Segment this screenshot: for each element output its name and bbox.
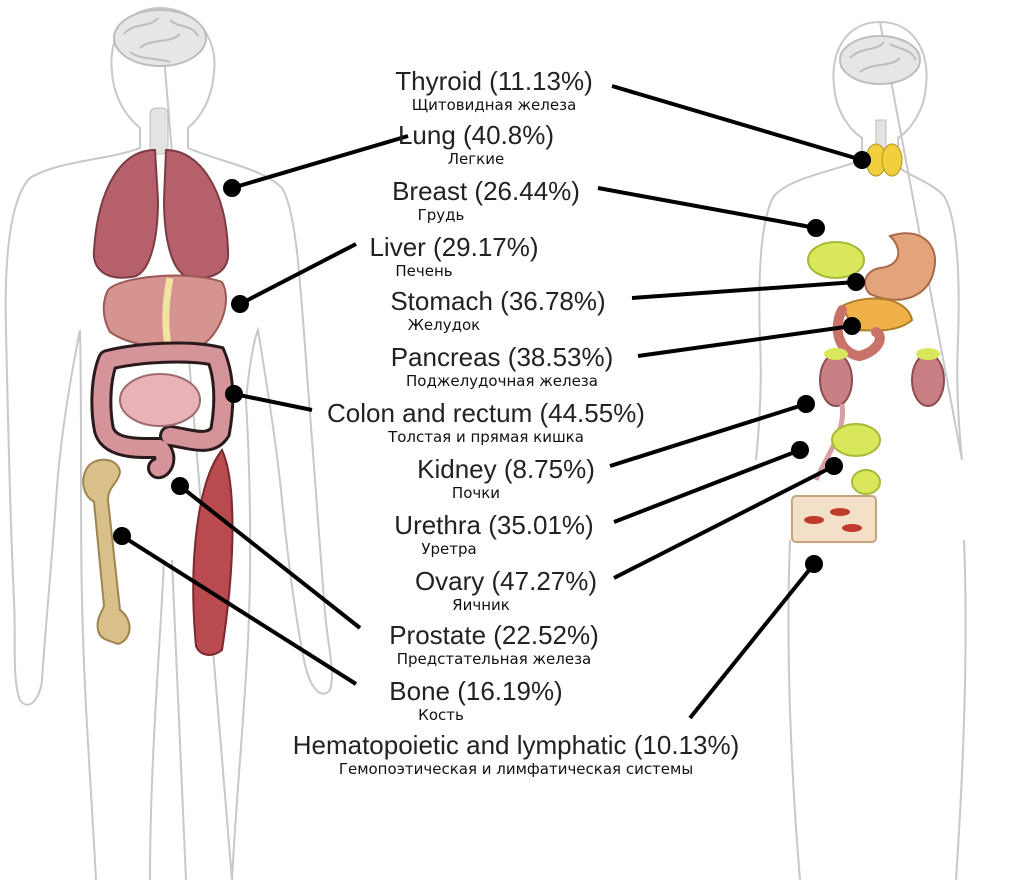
- bone-icon: [83, 460, 129, 644]
- leader-lung: [225, 136, 408, 195]
- label-kidney: Kidney (8.75%) Почки: [417, 454, 595, 502]
- label-thyroid-ru: Щитовидная железа: [395, 96, 593, 114]
- label-lung-ru: Легкие: [398, 150, 554, 168]
- label-urethra: Urethra (35.01%) Уретра: [394, 510, 593, 558]
- label-bone-ru: Кость: [319, 706, 562, 724]
- brain-icon: [114, 10, 206, 66]
- trachea-icon: [150, 108, 168, 154]
- ovary-icon: [832, 424, 880, 456]
- label-liver: Liver (29.17%) Печень: [369, 232, 538, 280]
- blood-tissue-icon: [792, 496, 876, 542]
- label-bone: Bone (16.19%) Кость: [389, 676, 562, 724]
- label-stomach: Stomach (36.78%) Желудок: [390, 286, 605, 334]
- label-kidney-ru: Почки: [357, 484, 595, 502]
- label-kidney-en: Kidney (8.75%): [417, 454, 595, 484]
- label-lung-en: Lung (40.8%): [398, 120, 554, 150]
- label-pancreas-ru: Поджелудочная железа: [391, 372, 614, 390]
- kidney-icon: [820, 348, 944, 406]
- male-figure: [6, 8, 332, 880]
- male-inner-legs: [150, 560, 186, 880]
- leader-breast: [598, 188, 823, 235]
- lung-icon: [94, 150, 228, 278]
- label-stomach-en: Stomach (36.78%): [390, 286, 605, 316]
- label-ovary-en: Ovary (47.27%): [415, 566, 597, 596]
- label-hematopoietic: Hematopoietic and lymphatic (10.13%) Гем…: [293, 730, 740, 778]
- colon-icon: [101, 353, 223, 469]
- leader-hematopoietic: [690, 557, 821, 718]
- label-breast: Breast (26.44%) Грудь: [392, 176, 580, 224]
- stomach-icon: [865, 233, 935, 300]
- label-prostate-ru: Предстательная железа: [389, 650, 599, 668]
- label-hematopoietic-en: Hematopoietic and lymphatic (10.13%): [293, 730, 740, 760]
- female-figure: [756, 22, 966, 880]
- label-colon: Colon and rectum (44.55%) Толстая и прям…: [327, 398, 645, 446]
- label-urethra-ru: Уретра: [304, 540, 593, 558]
- label-colon-en: Colon and rectum (44.55%): [327, 398, 645, 428]
- leader-thyroid: [612, 86, 869, 167]
- label-thyroid-en: Thyroid (11.13%): [395, 66, 593, 96]
- breast-tissue-icon: [808, 242, 864, 278]
- liver-icon: [104, 276, 226, 348]
- label-hematopoietic-ru: Гемопоэтическая и лимфатическая системы: [293, 760, 740, 778]
- lymph-node-icon: [852, 470, 880, 494]
- label-bone-en: Bone (16.19%): [389, 676, 562, 706]
- label-thyroid: Thyroid (11.13%) Щитовидная железа: [395, 66, 593, 114]
- label-ovary-ru: Яичник: [365, 596, 597, 614]
- label-pancreas: Pancreas (38.53%) Поджелудочная железа: [391, 342, 614, 390]
- label-breast-ru: Грудь: [302, 206, 580, 224]
- label-colon-ru: Толстая и прямая кишка: [327, 428, 645, 446]
- label-liver-ru: Печень: [309, 262, 538, 280]
- label-ovary: Ovary (47.27%) Яичник: [415, 566, 597, 614]
- leader-pancreas: [638, 319, 859, 356]
- label-prostate-en: Prostate (22.52%): [389, 620, 599, 650]
- label-liver-en: Liver (29.17%): [369, 232, 538, 262]
- label-urethra-en: Urethra (35.01%): [394, 510, 593, 540]
- leader-stomach: [632, 275, 863, 298]
- label-lung: Lung (40.8%) Легкие: [398, 120, 554, 168]
- label-pancreas-en: Pancreas (38.53%): [391, 342, 614, 372]
- label-stomach-ru: Желудок: [282, 316, 605, 334]
- thyroid-icon: [866, 120, 902, 176]
- female-brain-icon: [840, 36, 920, 84]
- label-breast-en: Breast (26.44%): [392, 176, 580, 206]
- label-prostate: Prostate (22.52%) Предстательная железа: [389, 620, 599, 668]
